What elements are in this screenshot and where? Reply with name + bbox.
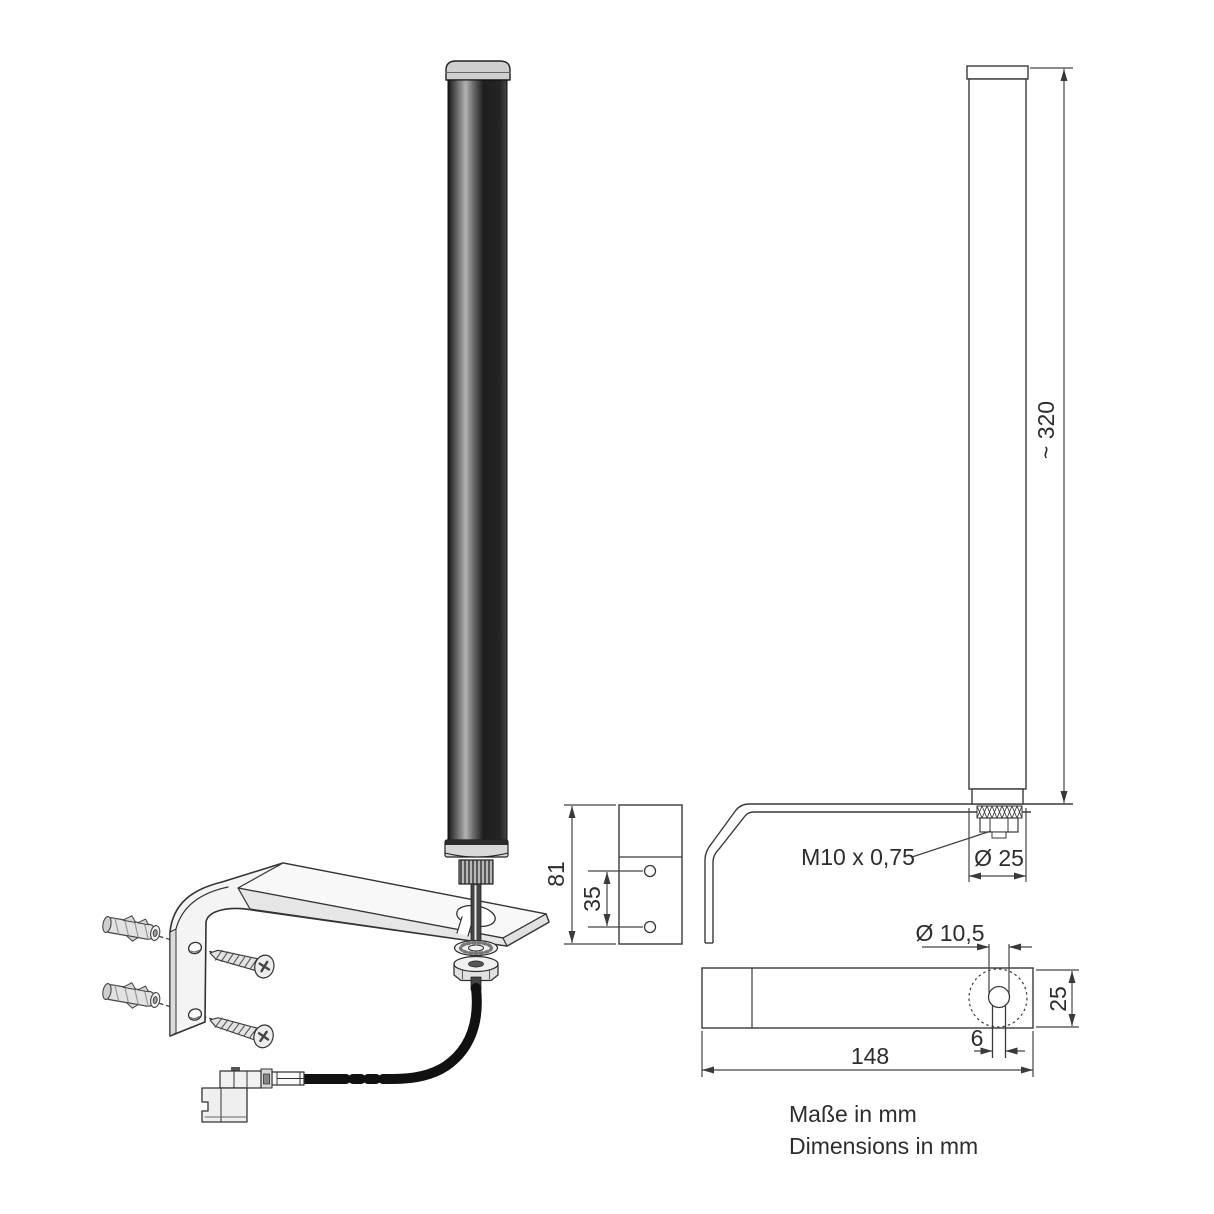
wall-anchor-top [102, 915, 161, 942]
dim-slot-width: 6 [971, 1025, 984, 1051]
mounting-screw-top [209, 949, 275, 979]
nut-side [979, 817, 1019, 839]
units-note: Maße in mm Dimensions in mm [789, 1101, 978, 1159]
mounting-bracket [169, 862, 550, 1037]
bracket-screw-hole-bottom [187, 1008, 203, 1021]
isometric-exploded-view [102, 60, 550, 1123]
dim-antenna-diameter: Ø 25 [974, 845, 1024, 871]
side-view-dimensions: ~ 320 M10 x 0,75 Ø 25 [801, 67, 1073, 882]
dim-plate-height: 81 [543, 861, 569, 887]
bracket-profile-inner [712, 811, 1031, 943]
antenna-side-cap [966, 65, 1029, 80]
washer-side [976, 805, 1023, 819]
bracket-profile-outer [704, 803, 1073, 943]
bracket-screw-hole-top [187, 941, 203, 955]
dim-thread-spec: M10 x 0,75 [801, 844, 915, 870]
bracket-bend-line [175, 886, 229, 930]
top-view-arm: Ø 10,5 25 6 148 [701, 920, 1079, 1077]
plate-hole-bottom [643, 920, 657, 934]
units-note-de: Maße in mm [789, 1101, 917, 1127]
front-view-plate: 81 35 [543, 804, 683, 945]
antenna-threaded-collar [458, 859, 494, 885]
dim-hole-diameter: Ø 10,5 [915, 920, 984, 946]
antenna-cable [300, 983, 482, 1084]
units-note-en: Dimensions in mm [789, 1133, 978, 1159]
side-view [704, 65, 1073, 944]
antenna-footprint-circle [968, 968, 1028, 1028]
antenna-cap [445, 60, 511, 81]
dim-arm-length: 148 [851, 1043, 889, 1069]
plate-hole-top [643, 864, 657, 878]
cable-connector [201, 1067, 305, 1123]
dim-arm-width: 25 [1045, 986, 1071, 1012]
antenna-side-base [971, 788, 1024, 805]
bracket-arm-end-face [502, 913, 550, 947]
mounting-screw-bottom [209, 1017, 274, 1049]
antenna-side-tube [968, 78, 1027, 790]
dim-antenna-length: ~ 320 [1033, 401, 1059, 459]
antenna-body-isometric [444, 60, 511, 979]
antenna-tube [447, 79, 508, 841]
antenna-side-outline [966, 65, 1029, 805]
toothed-washer [453, 939, 499, 957]
dim-hole-spacing: 35 [579, 886, 605, 912]
wall-anchor-bottom [102, 982, 161, 1009]
bracket-left-edge [169, 928, 177, 1037]
keyhole-circle [987, 985, 1011, 1009]
